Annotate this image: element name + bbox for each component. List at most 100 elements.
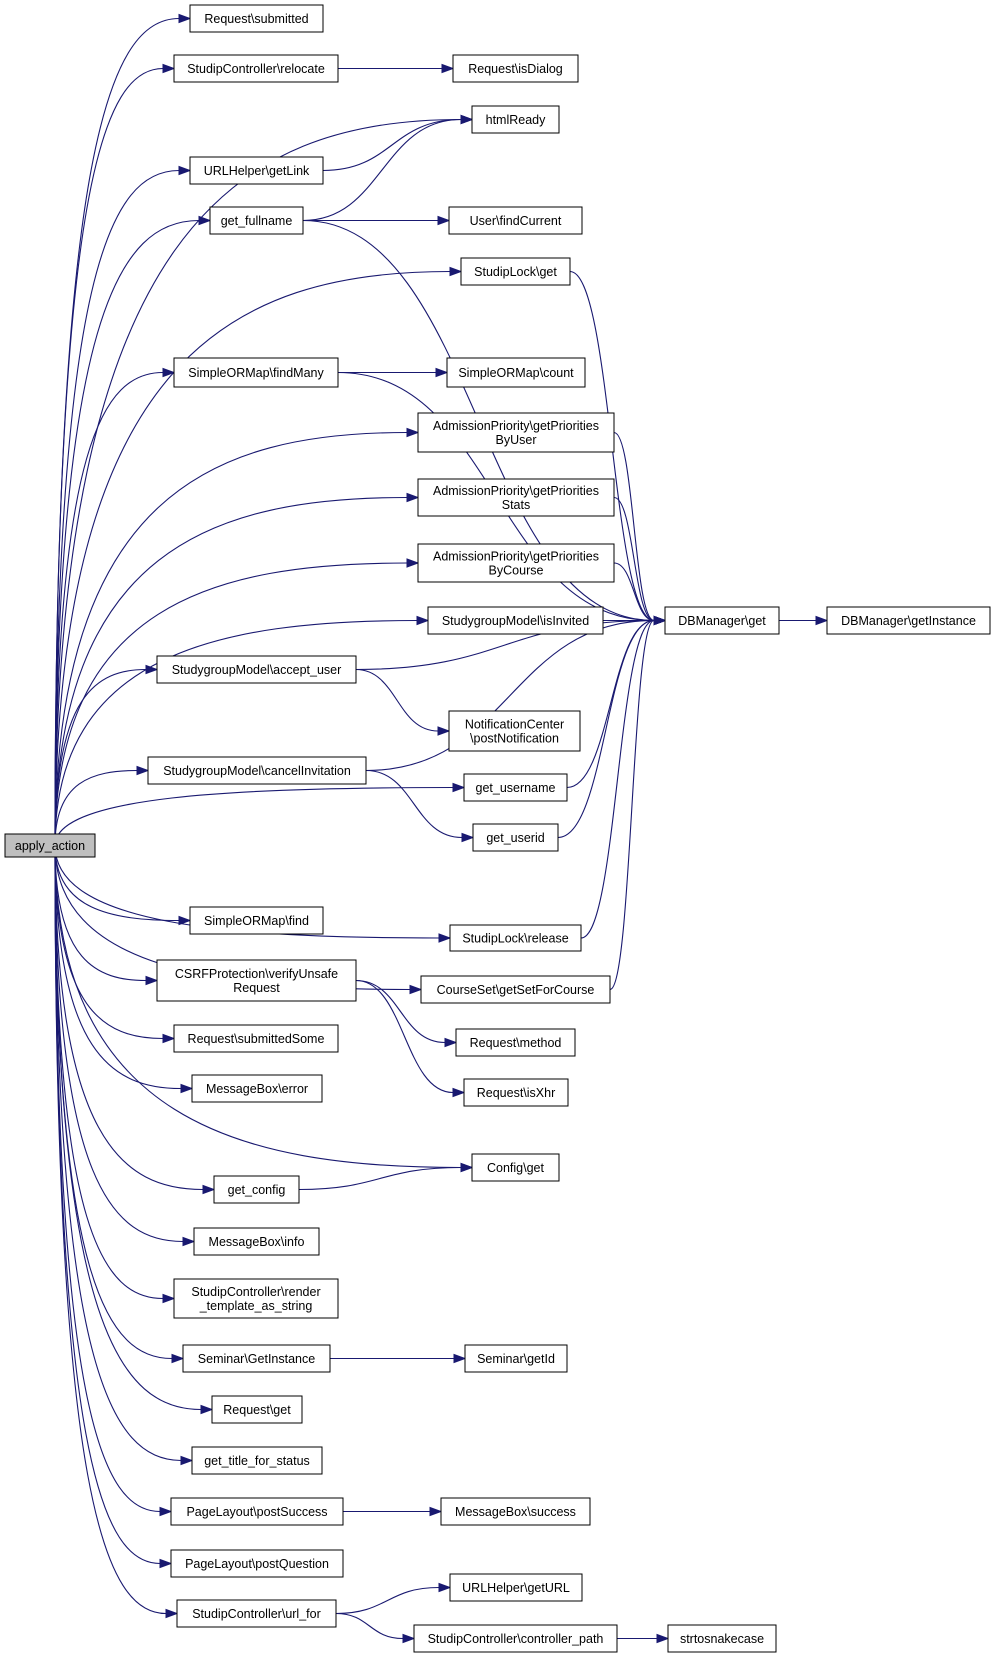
edge-line xyxy=(54,371,164,846)
arrowhead xyxy=(441,63,455,74)
edge-sc_url_for-to-urlhelper_geturl xyxy=(335,1582,452,1615)
node-get-title-for-status[interactable]: get_title_for_status xyxy=(191,1446,323,1475)
node-sc-relocate[interactable]: StudipController\relocate xyxy=(173,54,339,83)
arrowhead xyxy=(200,1404,214,1415)
node-label: StudipController\relocate xyxy=(187,62,325,76)
edge-apply_action-to-csrf_verify xyxy=(54,845,159,986)
node-get-username[interactable]: get_username xyxy=(463,773,568,802)
node-sorm-find[interactable]: SimpleORMap\find xyxy=(189,906,324,935)
node-box xyxy=(417,412,615,453)
arrowhead xyxy=(180,1083,194,1094)
node-label: get_userid xyxy=(486,831,544,845)
edge-line xyxy=(580,619,655,939)
node-dbmanager-get[interactable]: DBManager\get xyxy=(664,606,780,635)
node-sorm-count[interactable]: SimpleORMap\count xyxy=(446,357,586,388)
node-box xyxy=(176,1599,337,1628)
edge-line xyxy=(54,431,408,846)
node-label: strtosnakecase xyxy=(680,1632,764,1646)
node-studiplock-get[interactable]: StudipLock\get xyxy=(460,257,571,286)
node-label: MessageBox\error xyxy=(206,1082,308,1096)
node-get-config[interactable]: get_config xyxy=(213,1175,300,1204)
arrowhead xyxy=(452,782,466,793)
edge-sgm_cancelinvitation-to-get_userid xyxy=(365,769,475,843)
node-box xyxy=(472,823,559,852)
node-courseset-getsetforcourse[interactable]: CourseSet\getSetForCourse xyxy=(420,975,611,1004)
node-urlhelper-getlink[interactable]: URLHelper\getLink xyxy=(189,156,324,185)
edge-studiplock_release-to-dbmanager_get xyxy=(580,615,667,939)
node-sgm-accept-user[interactable]: StudygroupModel\accept_user xyxy=(156,655,357,684)
edge-sc_relocate-to-request_isdialog xyxy=(337,63,455,74)
edge-line xyxy=(54,845,182,1462)
edge-line xyxy=(54,118,462,846)
node-urlhelper-geturl[interactable]: URLHelper\getURL xyxy=(449,1573,583,1602)
node-pagelayout-postsuccess[interactable]: PageLayout\postSuccess xyxy=(170,1497,344,1526)
edge-apply_action-to-config_get xyxy=(54,845,474,1173)
node-user-findcurrent[interactable]: User\findCurrent xyxy=(448,206,583,235)
node-sc-render-template[interactable]: StudipController\render_template_as_stri… xyxy=(173,1278,339,1319)
node-config-get[interactable]: Config\get xyxy=(471,1153,560,1182)
edge-apply_action-to-ap_stats xyxy=(54,492,420,846)
node-box xyxy=(420,975,611,1004)
node-htmlready[interactable]: htmlReady xyxy=(471,105,560,134)
node-box xyxy=(170,1549,344,1578)
arrowhead xyxy=(178,915,192,926)
node-seminar-getid[interactable]: Seminar\getId xyxy=(464,1344,568,1373)
edge-line xyxy=(54,619,418,846)
node-label: StudipLock\release xyxy=(462,932,568,946)
node-request-isdialog[interactable]: Request\isDialog xyxy=(452,54,579,83)
node-box xyxy=(209,206,304,235)
edge-get_fullname-to-user_findcurrent xyxy=(303,215,451,226)
node-sorm-findmany[interactable]: SimpleORMap\findMany xyxy=(173,357,339,388)
edge-line xyxy=(54,845,161,1565)
edge-apply_action-to-sgm_cancelinvitation xyxy=(54,765,150,846)
edge-sc_url_for-to-sc_controller_path xyxy=(335,1612,416,1644)
node-box xyxy=(213,1175,300,1204)
node-studiplock-release[interactable]: StudipLock\release xyxy=(449,924,582,952)
node-messagebox-error[interactable]: MessageBox\error xyxy=(191,1074,323,1103)
node-seminar-getinstance[interactable]: Seminar\GetInstance xyxy=(182,1344,331,1373)
node-box xyxy=(667,1624,777,1653)
node-sgm-cancelinvitation[interactable]: StudygroupModel\cancelInvitation xyxy=(147,756,367,785)
node-request-submittedsome[interactable]: Request\submittedSome xyxy=(173,1024,339,1053)
node-label: MessageBox\info xyxy=(209,1235,305,1249)
arrowhead xyxy=(178,165,192,176)
edge-line xyxy=(355,979,446,1044)
edge-csrf_verify-to-request_isxhr xyxy=(355,979,466,1098)
node-request-get[interactable]: Request\get xyxy=(211,1395,303,1424)
edge-line xyxy=(54,270,451,846)
arrowhead xyxy=(136,765,150,776)
node-sgm-isinvited[interactable]: StudygroupModel\isInvited xyxy=(427,606,604,635)
node-request-method[interactable]: Request\method xyxy=(455,1028,576,1057)
node-messagebox-success[interactable]: MessageBox\success xyxy=(440,1497,591,1526)
node-box xyxy=(189,4,324,33)
node-messagebox-info[interactable]: MessageBox\info xyxy=(193,1227,320,1256)
edge-line xyxy=(335,1612,404,1640)
node-dbmanager-getinstance[interactable]: DBManager\getInstance xyxy=(826,606,991,635)
node-label: MessageBox\success xyxy=(455,1505,576,1519)
node-nc-postnotification[interactable]: NotificationCenter\postNotification xyxy=(448,710,581,752)
node-get-fullname[interactable]: get_fullname xyxy=(209,206,304,235)
arrowhead xyxy=(180,1455,194,1466)
node-pagelayout-postquestion[interactable]: PageLayout\postQuestion xyxy=(170,1549,344,1578)
arrowhead xyxy=(815,615,829,626)
node-request-isxhr[interactable]: Request\isXhr xyxy=(463,1078,569,1107)
node-strtosnakecase[interactable]: strtosnakecase xyxy=(667,1624,777,1653)
edge-apply_action-to-studiplock_get xyxy=(54,266,463,846)
node-request-submitted[interactable]: Request\submitted xyxy=(189,4,324,33)
arrowhead xyxy=(159,1506,173,1517)
arrowhead xyxy=(162,63,176,74)
node-sc-controller-path[interactable]: StudipController\controller_path xyxy=(413,1624,618,1653)
node-sc-url-for[interactable]: StudipController\url_for xyxy=(176,1599,337,1628)
edge-line xyxy=(557,619,655,839)
node-get-userid[interactable]: get_userid xyxy=(472,823,559,852)
edge-line xyxy=(54,845,204,1191)
node-label: URLHelper\getLink xyxy=(204,164,310,178)
edge-get_config-to-config_get xyxy=(298,1162,474,1191)
arrowhead xyxy=(409,984,423,995)
node-apply-action[interactable]: apply_action xyxy=(4,833,96,858)
node-label: User\findCurrent xyxy=(470,214,562,228)
